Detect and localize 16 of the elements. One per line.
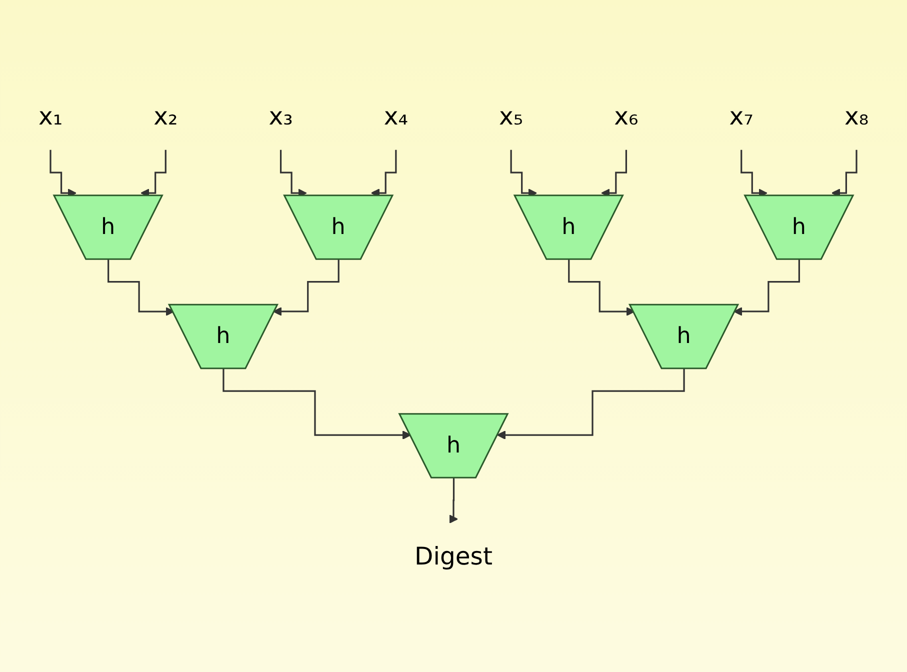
arrow <box>108 258 174 316</box>
node-text: x₃ <box>268 102 293 130</box>
node-text: x₇ <box>729 102 754 130</box>
node-text: x₄ <box>384 102 408 130</box>
node-text: x₁ <box>38 102 63 130</box>
arrow <box>734 258 800 316</box>
node-text: x₈ <box>844 102 869 130</box>
arrow <box>222 368 412 439</box>
node-text: x₆ <box>614 102 638 130</box>
arrow <box>568 258 636 316</box>
arrow <box>272 258 340 316</box>
node-text: Digest <box>414 542 492 570</box>
node-text: x₅ <box>499 102 524 130</box>
arrow <box>496 368 686 439</box>
node-text: x₂ <box>154 102 178 130</box>
arrow <box>449 476 458 524</box>
